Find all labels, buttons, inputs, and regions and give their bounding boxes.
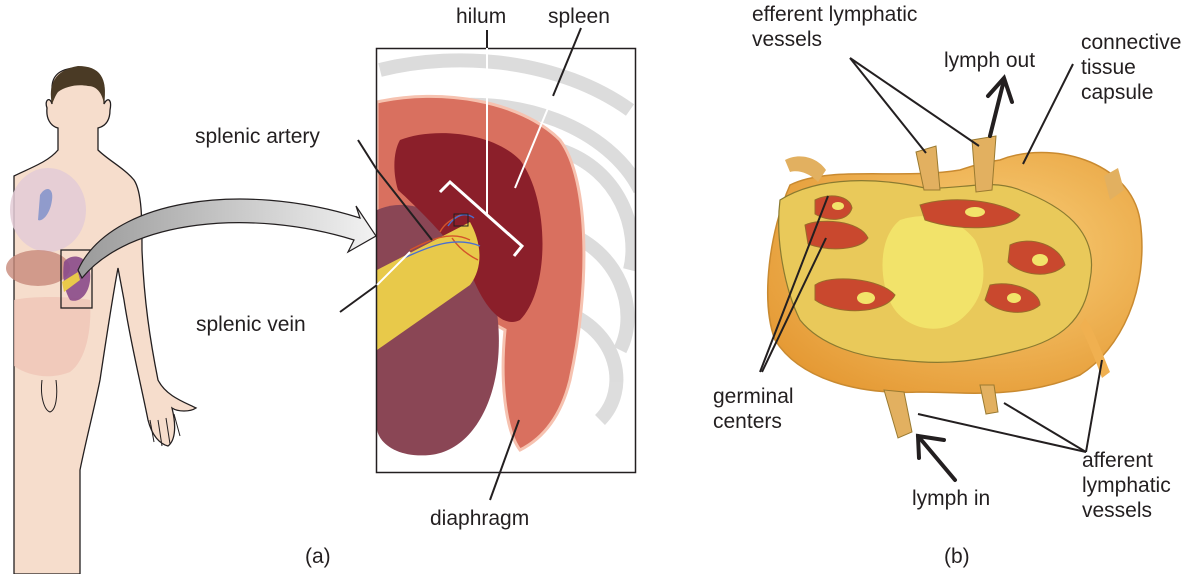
label-germinal-centers: germinal centers (713, 385, 794, 433)
efferent-vessel-1 (915, 145, 941, 191)
leader-efferent-2 (849, 57, 980, 147)
lymph-in-arrow (915, 433, 957, 482)
afferent-vessel-2 (979, 384, 999, 415)
detail-frame (375, 47, 637, 474)
leader-germinal-1 (759, 195, 829, 373)
label-lymph-out: lymph out (944, 49, 1036, 72)
leader-splenic-artery (357, 139, 378, 171)
leader-spleen (552, 27, 582, 97)
panel-a-leader-lines (339, 27, 582, 501)
label-spleen: spleen (548, 5, 610, 28)
label-lymph-in: lymph in (912, 487, 991, 510)
heart (38, 188, 53, 221)
groin (41, 379, 58, 413)
liver (6, 250, 70, 286)
spleen-location-box (60, 249, 93, 309)
afferent-vessel-3 (1080, 318, 1110, 378)
leader-connective-tissue (1022, 63, 1074, 165)
spleen-detail (377, 49, 635, 472)
label-connective-tissue-capsule: connective tissue capsule (1081, 31, 1182, 104)
label-diaphragm: diaphragm (430, 507, 530, 530)
node-medulla (882, 216, 984, 329)
efferent-vessel-2 (971, 135, 997, 193)
lymph-out-arrow (986, 74, 1014, 138)
germinal-center-cores (832, 202, 1048, 304)
caption-a: (a) (305, 545, 331, 568)
mini-pancreas (62, 272, 80, 292)
panel-b-leader-lines (759, 57, 1103, 453)
leader-germinal-2 (761, 237, 827, 373)
leader-afferent-2 (1003, 402, 1087, 453)
label-efferent-lymphatic-vessels: efferent lymphatic vessels (752, 3, 918, 51)
lymph-node (767, 135, 1143, 439)
leader-afferent-1 (917, 413, 1087, 453)
label-splenic-artery: splenic artery (195, 125, 320, 148)
leader-splenic-vein (339, 284, 378, 313)
splenic-vessels (403, 213, 481, 261)
right-vessel (1104, 168, 1124, 200)
leader-efferent-1 (849, 57, 927, 154)
label-splenic-vein: splenic vein (196, 313, 306, 336)
label-afferent-lymphatic-vessels: afferent lymphatic vessels (1082, 449, 1171, 522)
afferent-vessel-1 (883, 389, 913, 439)
human-figure (6, 66, 198, 574)
intestines (14, 297, 91, 377)
leader-diaphragm (489, 419, 520, 501)
leader-afferent-3 (1085, 359, 1103, 453)
caption-b: (b) (944, 545, 970, 568)
hair (50, 66, 105, 104)
label-hilum: hilum (456, 5, 507, 28)
left-vessel (785, 156, 826, 182)
hand (149, 413, 181, 447)
hilum-box (453, 213, 469, 227)
pancreas (377, 222, 480, 350)
